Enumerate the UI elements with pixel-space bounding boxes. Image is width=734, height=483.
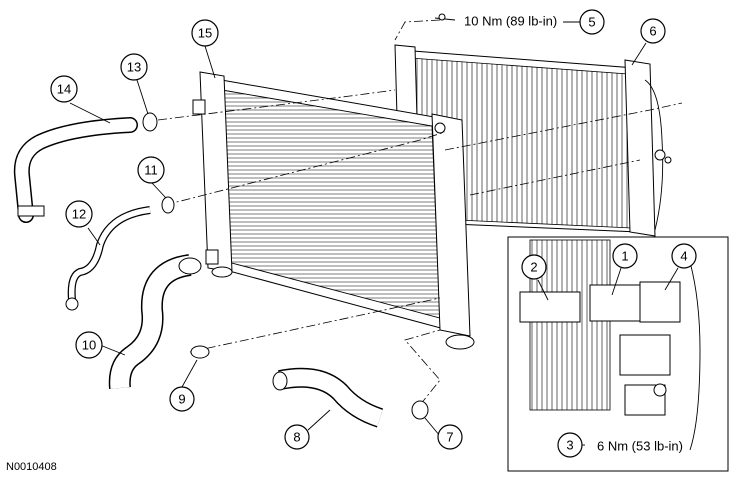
- callout-label: 5: [588, 15, 595, 30]
- callout-5: 5: [579, 9, 605, 35]
- callout-label: 12: [72, 207, 86, 222]
- callout-7: 7: [437, 424, 463, 450]
- callout-label: 8: [293, 430, 300, 445]
- heater-hose: [65, 206, 151, 311]
- figure-id: N0010408: [6, 461, 57, 473]
- radiator: [192, 71, 475, 350]
- upper-hose: [13, 117, 138, 223]
- callout-11: 11: [137, 156, 165, 184]
- clamp-7: [411, 400, 429, 420]
- lower-hose: [108, 254, 202, 389]
- callout-13: 13: [120, 53, 148, 81]
- callout-8: 8: [284, 424, 310, 450]
- callout-label: 4: [680, 249, 687, 264]
- callout-label: 13: [127, 60, 141, 75]
- callout-14: 14: [50, 75, 78, 103]
- callout-label: 2: [530, 260, 537, 275]
- callout-1: 1: [612, 243, 638, 269]
- callout-label: 11: [144, 163, 158, 178]
- callout-12: 12: [65, 200, 93, 228]
- bypass-hose: [272, 367, 384, 428]
- alignment-lines: [157, 19, 683, 406]
- clamp-9: [190, 345, 210, 359]
- callout-label: 10: [82, 338, 96, 353]
- callout-10: 10: [75, 331, 103, 359]
- callout-9: 9: [169, 386, 195, 412]
- callout-6: 6: [640, 18, 666, 44]
- callout-label: 6: [649, 24, 656, 39]
- torque-spec-5: 10 Nm (89 lb-in): [464, 14, 557, 29]
- callout-label: 3: [566, 438, 573, 453]
- inset-detail: [507, 236, 729, 472]
- callout-15: 15: [191, 19, 219, 47]
- callout-label: 9: [178, 392, 185, 407]
- bolt-icon: [438, 13, 446, 21]
- callout-label: 15: [198, 26, 212, 41]
- callout-4: 4: [671, 243, 697, 269]
- torque-spec-3: 6 Nm (53 lb-in): [597, 439, 683, 454]
- callout-label: 7: [446, 430, 453, 445]
- leader-lines: [69, 17, 679, 446]
- clamp-13: [142, 112, 158, 132]
- callout-label: 14: [57, 82, 71, 97]
- callout-2: 2: [521, 254, 547, 280]
- callout-3: 3: [557, 432, 583, 458]
- callout-label: 1: [621, 249, 628, 264]
- clamp-11: [161, 196, 175, 214]
